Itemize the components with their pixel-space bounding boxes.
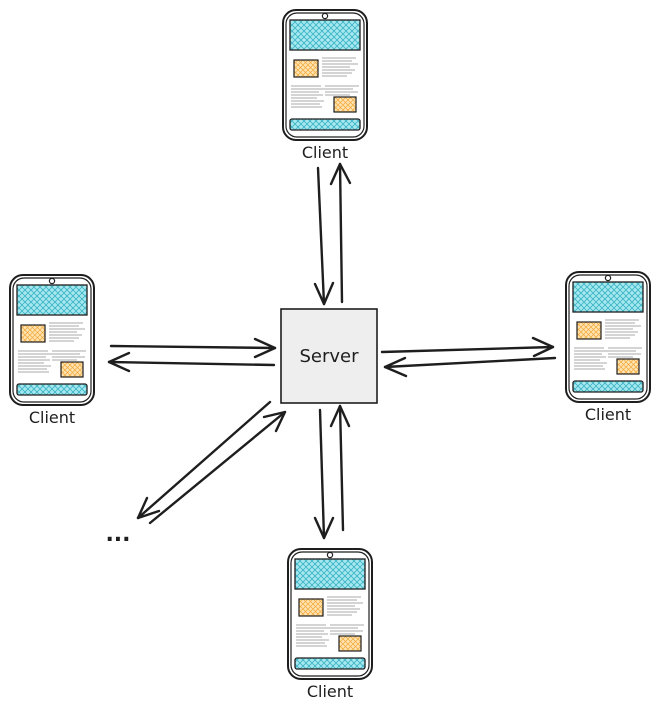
client-label-left: Client xyxy=(29,408,75,427)
arrow-top-client-to-server xyxy=(313,166,335,306)
client-label-bottom: Client xyxy=(307,682,353,701)
client-right: Client xyxy=(565,271,651,424)
arrow-server-to-top-client xyxy=(329,162,352,304)
arrow-ellipsis-to-server xyxy=(148,410,287,525)
server-node: Server xyxy=(280,308,378,404)
arrow-server-to-left-client xyxy=(107,351,276,373)
arrow-server-to-bottom-client xyxy=(313,408,335,540)
client-bottom: Client xyxy=(287,548,373,701)
server-label: Server xyxy=(299,346,359,367)
arrows-group xyxy=(107,162,557,540)
client-top: Client xyxy=(282,9,368,162)
client-label-top: Client xyxy=(302,143,348,162)
more-clients-ellipsis: ... xyxy=(105,522,130,547)
arrow-bottom-client-to-server xyxy=(329,404,351,532)
client-label-right: Client xyxy=(585,405,631,424)
arrow-right-client-to-server xyxy=(383,356,557,378)
arrow-server-to-ellipsis xyxy=(136,400,272,520)
arrow-server-to-right-client xyxy=(380,336,555,358)
arrow-left-client-to-server xyxy=(109,337,277,359)
client-left: Client xyxy=(9,274,95,427)
